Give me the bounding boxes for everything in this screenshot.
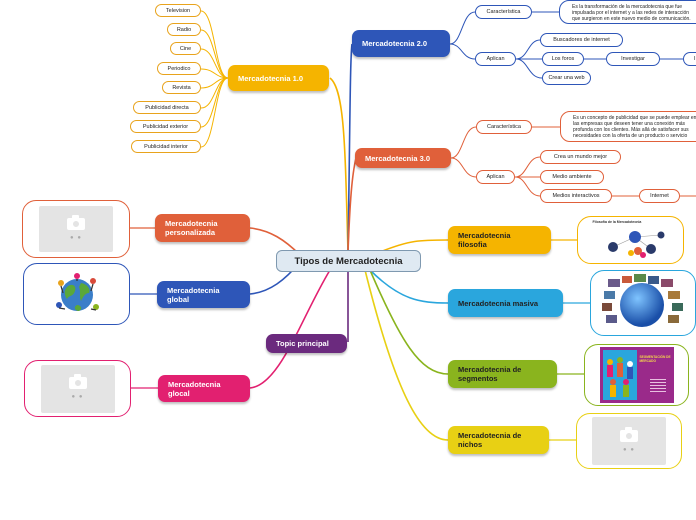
network-diagram-icon: [607, 231, 664, 258]
image-nichos: ● ●: [576, 413, 682, 469]
leaf-periodico[interactable]: Periodico: [157, 62, 201, 75]
thumbnail-title: Filosofía de la Mercadotecnia: [592, 220, 642, 224]
note-3-0: Es un concepto de publicidad que se pued…: [560, 111, 696, 142]
image-placeholder: ● ●: [592, 417, 666, 465]
globe-media-icon: [602, 274, 683, 327]
leaf-medio-ambiente[interactable]: Medio ambiente: [540, 170, 604, 184]
note-2-0: Es la transformación de la mercadotecnia…: [559, 0, 696, 24]
camera-icon: [68, 374, 87, 389]
node-mercadotecnia-personalizada[interactable]: Mercadotecnia personalizada: [155, 214, 250, 242]
node-mercadotecnia-masiva[interactable]: Mercadotecnia masiva: [448, 289, 563, 317]
thumbnail-text-lines: [649, 377, 666, 394]
thumbnail-title: SEGMENTACIÓN DE MERCADO: [639, 355, 671, 363]
node-mercadotecnia-de-segmentos[interactable]: Mercadotecnia de segmentos: [448, 360, 557, 388]
image-placeholder: ● ●: [40, 364, 115, 413]
image-glocal: ● ●: [24, 360, 131, 417]
node-mercadotecnia-filosofia[interactable]: Mercadotecnia filosofia: [448, 226, 551, 254]
image-segmentos: SEGMENTACIÓN DE MERCADO: [584, 344, 689, 406]
node-mercadotecnia-2-0[interactable]: Mercadotecnia 2.0: [352, 30, 450, 57]
leaf-radio[interactable]: Radio: [167, 23, 201, 36]
filosofia-diagram-thumbnail: Filosofía de la Mercadotecnia: [591, 219, 671, 261]
leaf-buscadores-de-internet[interactable]: Buscadores de internet: [540, 33, 623, 47]
leaf-investigar[interactable]: Investigar: [606, 52, 660, 66]
globe-people-icon: [55, 273, 99, 311]
node-mercadotecnia-3-0[interactable]: Mercadotecnia 3.0: [355, 148, 451, 168]
image-masiva: [590, 270, 696, 336]
leaf-crea-un-mundo-mejor[interactable]: Crea un mundo mejor: [540, 150, 621, 164]
leaf-caracteristica-3-0[interactable]: Característica: [476, 120, 532, 134]
crowd-figures-icon: [602, 350, 637, 400]
segmentation-slide-thumbnail: SEGMENTACIÓN DE MERCADO: [599, 347, 674, 403]
leaf-caracteristica-2-0[interactable]: Característica: [475, 5, 532, 19]
leaf-crear-una-web[interactable]: Crear una web: [542, 71, 591, 85]
leaf-television[interactable]: Television: [155, 4, 201, 17]
image-personalizada: ● ●: [22, 200, 130, 258]
node-mercadotecnia-global[interactable]: Mercadotecnia global: [157, 281, 250, 308]
leaf-cine[interactable]: Cine: [170, 42, 201, 55]
leaf-medios-interactivos[interactable]: Medios interactivos: [540, 189, 612, 203]
camera-icon: [620, 426, 638, 442]
leaf-cut-off[interactable]: I: [683, 52, 696, 66]
image-filosofia: Filosofía de la Mercadotecnia: [577, 216, 684, 264]
central-topic[interactable]: Tipos de Mercadotecnia: [276, 250, 421, 272]
node-mercadotecnia-1-0[interactable]: Mercadotecnia 1.0: [228, 65, 329, 91]
leaf-revista[interactable]: Revista: [162, 81, 201, 94]
leaf-publicidad-exterior[interactable]: Publicidad exterior: [130, 120, 201, 133]
camera-icon: [67, 214, 85, 230]
node-mercadotecnia-glocal[interactable]: Mercadotecnia glocal: [158, 375, 250, 402]
leaf-publicidad-directa[interactable]: Publicidad directa: [133, 101, 201, 114]
leaf-aplican-3-0[interactable]: Aplican: [476, 170, 515, 184]
image-placeholder: ● ●: [39, 206, 113, 252]
node-mercadotecnia-de-nichos[interactable]: Mercadotecnia de nichos: [448, 426, 549, 454]
image-global: [23, 263, 130, 325]
leaf-los-foros[interactable]: Los foros: [542, 52, 584, 66]
node-topic-principal[interactable]: Topic principal: [266, 334, 347, 353]
leaf-internet[interactable]: Internet: [639, 189, 680, 203]
leaf-aplican-2-0[interactable]: Aplican: [475, 52, 516, 66]
leaf-publicidad-interior[interactable]: Publicidad interior: [131, 140, 201, 153]
